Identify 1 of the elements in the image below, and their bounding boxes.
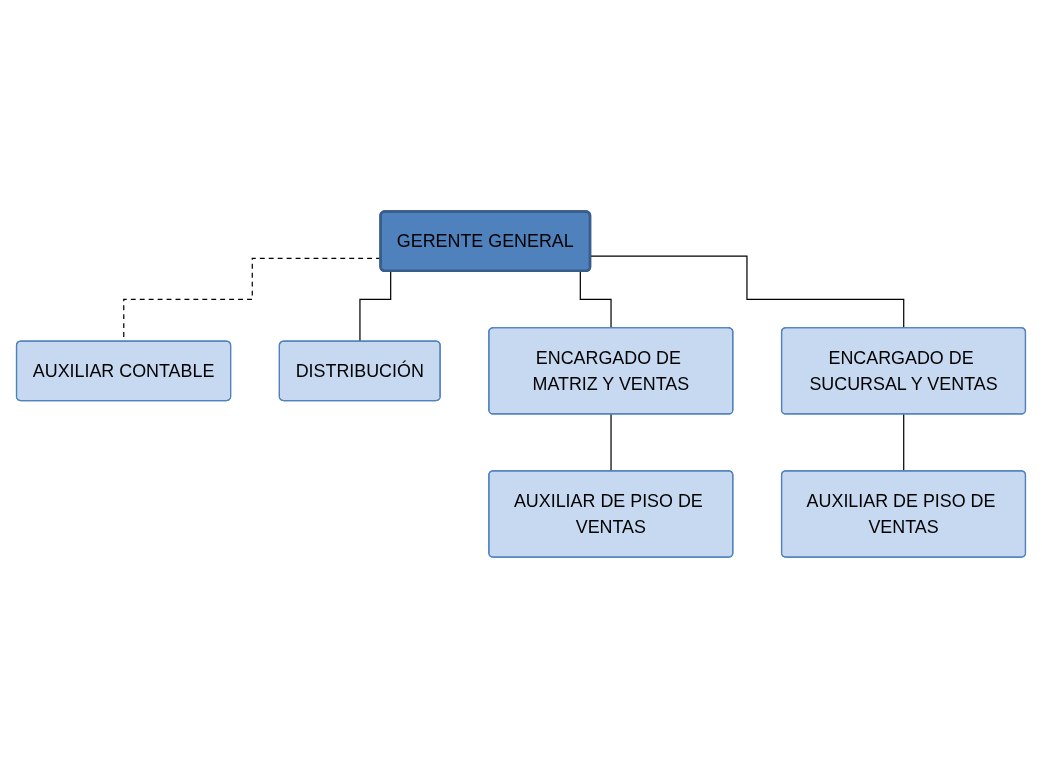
connector	[903, 413, 905, 473]
